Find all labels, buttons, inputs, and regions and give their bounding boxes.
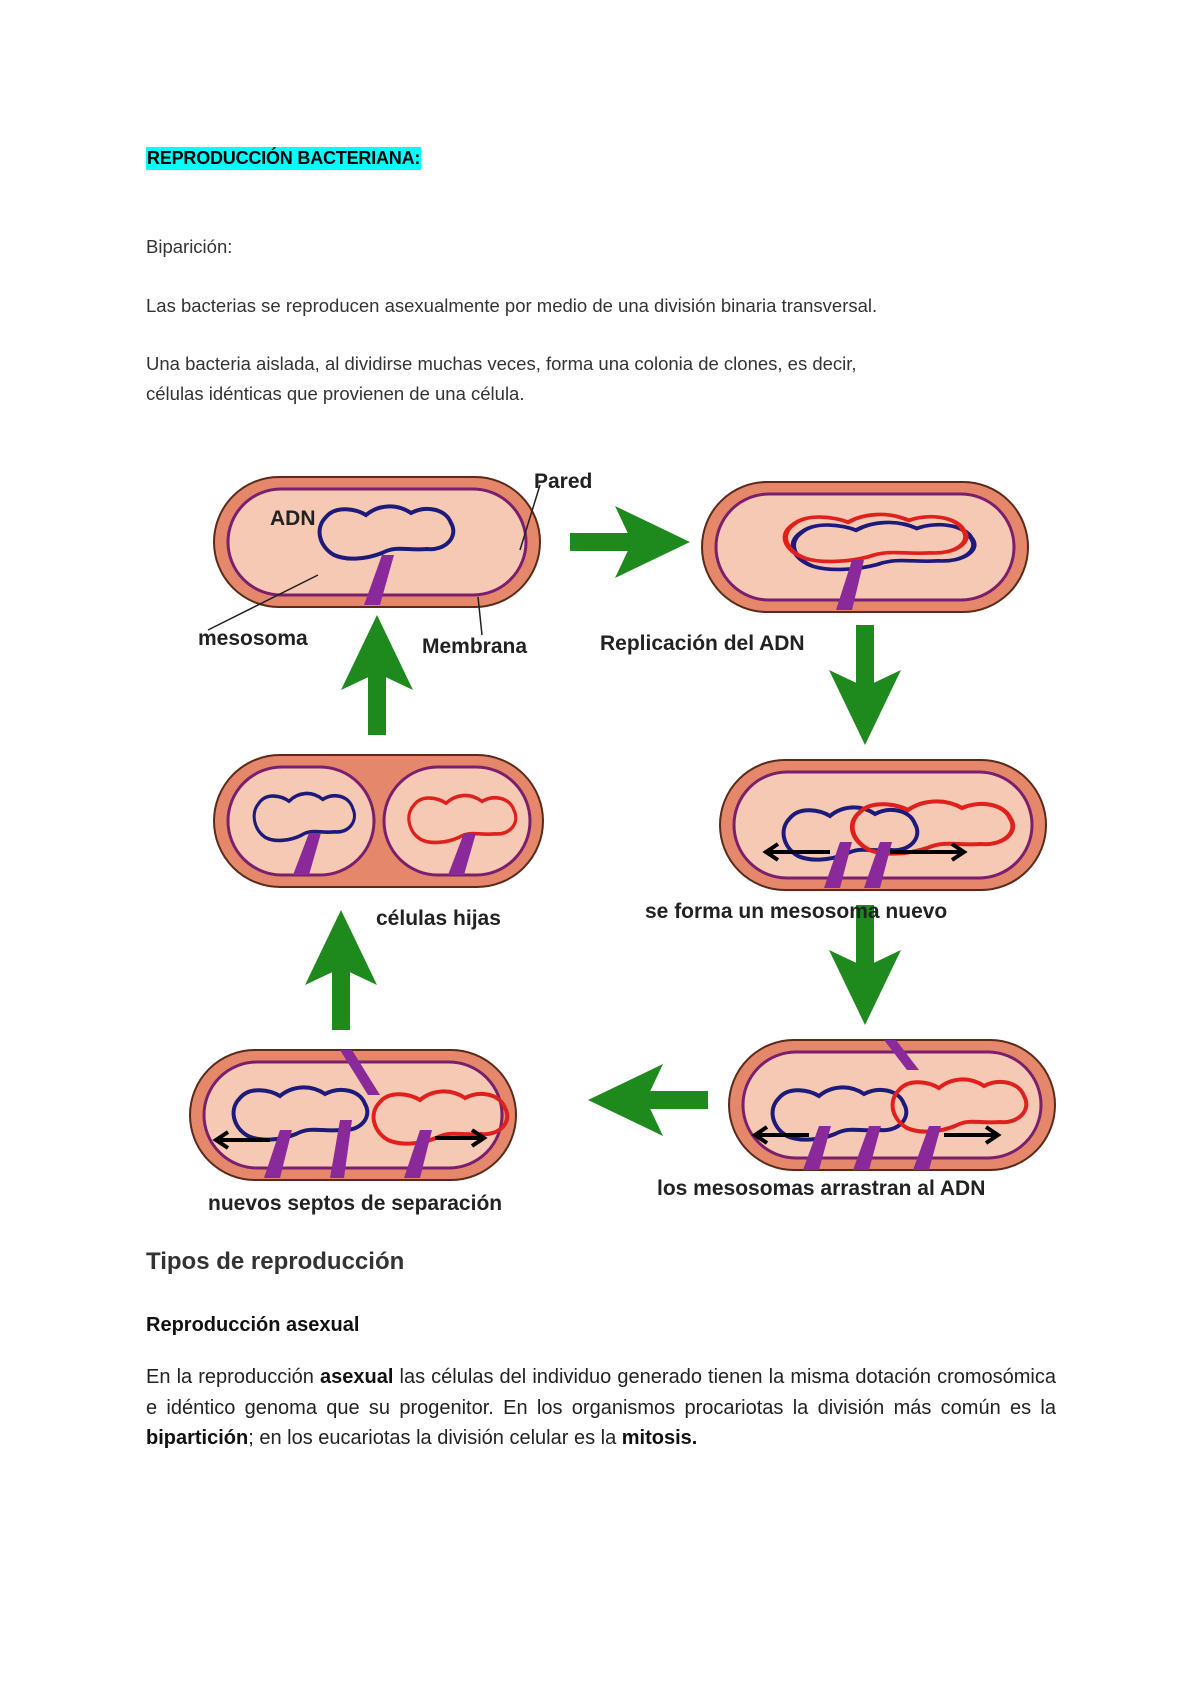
cell-replication (700, 480, 1030, 614)
label-arrastran: los mesosomas arrastran al ADN (657, 1177, 985, 1200)
cell-daughters (213, 754, 544, 888)
label-membrana: Membrana (422, 635, 527, 658)
label-celulas-hijas: células hijas (376, 907, 501, 930)
text-run: las células del individuo generado tiene… (146, 1366, 1056, 1419)
arrow-right-icon (570, 506, 690, 578)
section-paragraph: En la reproducción asexual las células d… (146, 1362, 1056, 1454)
cell-mesosomes-drag (727, 1038, 1057, 1172)
section-subheading: Reproducción asexual (146, 1314, 360, 1336)
arrow-left-icon (588, 1064, 708, 1136)
label-nuevo-mesosoma: se forma un mesosoma nuevo (645, 900, 947, 923)
label-mesosoma: mesosoma (198, 627, 308, 650)
label-adn: ADN (270, 507, 316, 530)
cell-new-mesosome (718, 758, 1048, 892)
text-run: ; en los eucariotas la división celular … (248, 1427, 622, 1449)
arrow-up-icon (305, 910, 377, 1030)
label-pared: Pared (534, 470, 592, 493)
bold-term: bipartición (146, 1427, 249, 1449)
cell-initial (212, 475, 542, 609)
text-run: En la reproducción (146, 1366, 320, 1388)
arrow-down-icon (829, 905, 901, 1025)
binary-fission-diagram: Pared ADN mesosoma Membrana Replicación … (188, 470, 1057, 1215)
section-heading: Tipos de reproducción (146, 1248, 405, 1275)
page-title: REPRODUCCIÓN BACTERIANA: (146, 147, 422, 170)
bold-term: asexual (320, 1366, 394, 1388)
arrow-down-icon (829, 625, 901, 745)
label-replicacion: Replicación del ADN (600, 632, 805, 655)
paragraph: células idénticas que provienen de una c… (146, 383, 525, 404)
paragraph: Las bacterias se reproducen asexualmente… (146, 295, 878, 316)
cell-new-septa (188, 1048, 518, 1182)
subtitle: Biparición: (146, 236, 233, 257)
arrow-up-icon (341, 615, 413, 735)
label-septos: nuevos septos de separación (208, 1192, 502, 1215)
paragraph: Una bacteria aislada, al dividirse mucha… (146, 353, 857, 374)
bold-term: mitosis. (621, 1427, 698, 1449)
